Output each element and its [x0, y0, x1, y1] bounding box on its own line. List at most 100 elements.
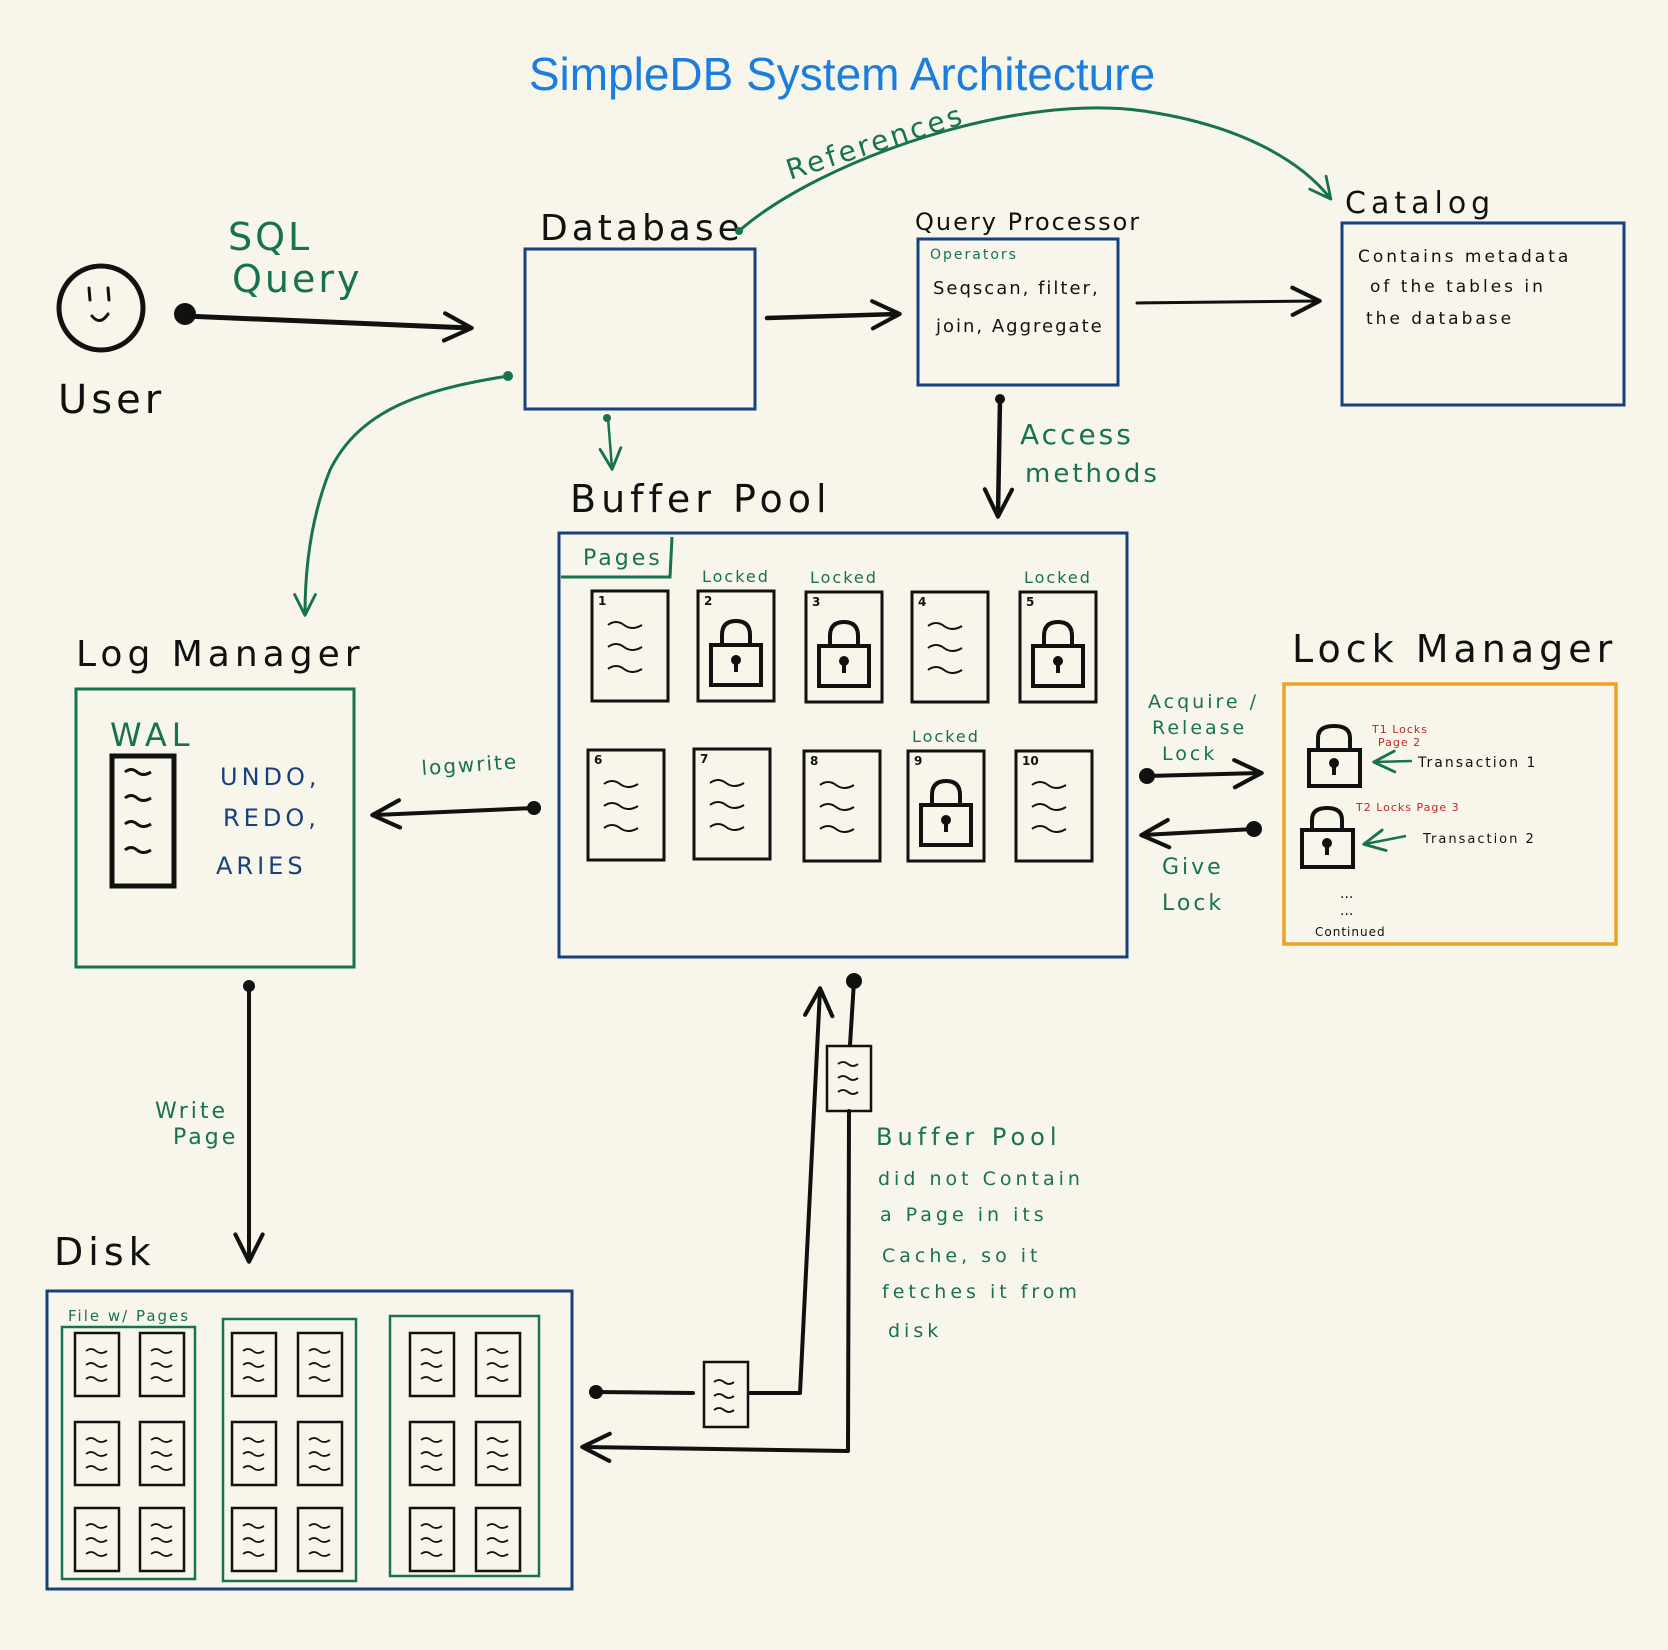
padlock-icon — [1300, 805, 1355, 869]
buffer-pool-box — [557, 531, 1129, 959]
transaction-1-lock: T1 Locks Page 2 Transaction 1 — [1307, 723, 1537, 788]
disk-page — [474, 1420, 522, 1487]
disk-files — [60, 1314, 541, 1583]
text-line — [927, 666, 963, 674]
note-line2: did not Contain — [878, 1168, 1084, 1190]
logwrite-arrow: logwrite — [370, 749, 541, 830]
text-line — [607, 621, 643, 629]
page-number: 10 — [1022, 754, 1039, 768]
acquire-line1: Acquire / — [1148, 691, 1259, 713]
disk-file — [388, 1314, 541, 1578]
pages-tab — [561, 536, 674, 579]
acquire-release-lock-arrow: Acquire / Release Lock — [1139, 691, 1264, 790]
page-number: 5 — [1026, 595, 1034, 609]
write-page-line2: Page — [173, 1125, 238, 1150]
acquire-line3: Lock — [1162, 743, 1217, 765]
padlock-icon — [919, 778, 973, 847]
lock-list-dots-2: ... — [1340, 903, 1353, 919]
disk-page — [296, 1506, 344, 1573]
text-line — [1031, 825, 1067, 833]
disk-fetch-path — [580, 973, 873, 1464]
page-number: 6 — [594, 753, 602, 767]
padlock-icon — [1031, 619, 1085, 688]
page-number: 8 — [810, 754, 818, 768]
t2-note: T2 Locks Page 3 — [1355, 801, 1460, 814]
buffer-page: 8 — [802, 749, 882, 863]
disk-page — [408, 1420, 456, 1487]
database-label: Database — [540, 208, 744, 249]
text-line — [603, 802, 639, 810]
page-number: 7 — [700, 752, 708, 766]
wal-label: WAL — [110, 716, 195, 754]
page-number: 2 — [704, 594, 712, 608]
note-line1: Buffer Pool — [876, 1123, 1062, 1151]
query-processor-label: Query Processor — [915, 208, 1141, 236]
disk-node: Disk File w/ Pages — [45, 1230, 574, 1591]
text-line — [607, 643, 643, 651]
database-node: Database — [523, 208, 757, 411]
disk-page — [296, 1331, 344, 1398]
catalog-label: Catalog — [1345, 186, 1495, 221]
disk-page — [474, 1506, 522, 1573]
catalog-line2: of the tables in — [1370, 277, 1546, 297]
disk-page — [408, 1331, 456, 1398]
disk-page — [138, 1420, 186, 1487]
references-label: References — [782, 98, 969, 187]
page-number: 1 — [598, 594, 606, 608]
continued-label: Continued — [1315, 925, 1386, 939]
text-line — [819, 781, 855, 789]
wal-document-icon — [109, 753, 177, 889]
text-line — [607, 665, 643, 673]
buffer-page: 6 — [586, 748, 666, 862]
catalog-box — [1340, 221, 1626, 407]
db-to-qp-arrow — [764, 299, 902, 331]
padlock-icon — [709, 618, 763, 687]
text-line — [927, 622, 963, 630]
padlock-icon — [1307, 723, 1362, 788]
text-line — [819, 803, 855, 811]
undo-label: UNDO, — [220, 763, 321, 791]
buffer-pool-note: Buffer Pool did not Contain a Page in it… — [876, 1123, 1084, 1342]
buffer-page: 1 — [590, 589, 670, 703]
note-line3: a Page in its — [880, 1204, 1048, 1226]
log-manager-label: Log Manager — [76, 634, 365, 675]
disk-label: Disk — [54, 1230, 156, 1274]
text-line — [819, 825, 855, 833]
give-lock-line1: Give — [1162, 855, 1224, 880]
smiley-face-icon — [56, 263, 146, 353]
operators-line2: join, Aggregate — [935, 316, 1104, 337]
text-line — [603, 780, 639, 788]
t1-label: Transaction 1 — [1417, 755, 1537, 771]
sql-query-line2: Query — [232, 257, 362, 301]
text-line — [709, 801, 745, 809]
disk-page — [474, 1331, 522, 1398]
page-number: 4 — [918, 595, 926, 609]
t2-label: Transaction 2 — [1422, 832, 1536, 847]
acquire-line2: Release — [1152, 717, 1247, 739]
catalog-line1: Contains metadata — [1358, 247, 1571, 267]
locked-tag: Locked — [1024, 568, 1092, 587]
catalog-node: Catalog Contains metadata of the tables … — [1340, 186, 1626, 407]
log-manager-node: Log Manager WAL UNDO, REDO, ARIES — [74, 634, 365, 969]
disk-page — [408, 1506, 456, 1573]
lock-manager-label: Lock Manager — [1292, 627, 1617, 671]
transaction-2-lock: T2 Locks Page 3 Transaction 2 — [1300, 801, 1536, 869]
note-line4: Cache, so it — [882, 1245, 1041, 1267]
write-page-arrow: Write Page — [155, 980, 265, 1264]
page-document-icon — [825, 1044, 873, 1113]
lock-manager-box — [1282, 682, 1618, 946]
diagram-title: SimpleDB System Architecture — [529, 48, 1155, 100]
catalog-line3: the database — [1366, 309, 1514, 329]
buffer-page: 4 — [910, 590, 990, 704]
disk-file — [221, 1317, 358, 1583]
operators-line1: Seqscan, filter, — [933, 278, 1100, 299]
write-page-line1: Write — [155, 1099, 228, 1124]
page-number: 3 — [812, 595, 820, 609]
note-line5: fetches it from — [882, 1281, 1081, 1303]
note-line6: disk — [888, 1320, 942, 1342]
buffer-pool-label: Buffer Pool — [570, 477, 832, 521]
disk-page — [73, 1331, 121, 1398]
disk-page — [230, 1420, 278, 1487]
